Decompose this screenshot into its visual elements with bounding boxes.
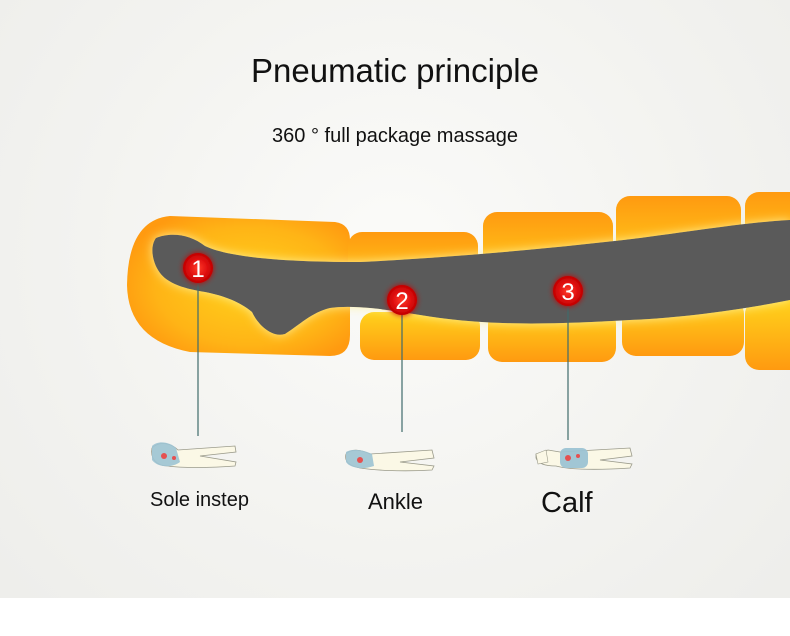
page-title: Pneumatic principle bbox=[251, 52, 539, 89]
marker-1 bbox=[183, 253, 213, 283]
marker-2-number: 2 bbox=[395, 288, 408, 315]
marker-2 bbox=[387, 285, 417, 315]
marker-3 bbox=[553, 276, 583, 306]
airbag-bottom-5 bbox=[745, 300, 790, 370]
bottom-strip bbox=[0, 598, 790, 636]
page-subtitle: 360 ° full package massage bbox=[272, 125, 518, 147]
marker-3-number: 3 bbox=[561, 279, 574, 306]
label-calf: Calf bbox=[541, 487, 593, 519]
label-ankle: Ankle bbox=[368, 489, 424, 514]
leg-silhouette bbox=[152, 220, 790, 335]
marker-1-number: 1 bbox=[191, 256, 204, 283]
airbag-bottom-2 bbox=[360, 312, 480, 360]
leg-icon-sole-instep bbox=[151, 442, 237, 468]
leg-icon-ankle bbox=[345, 449, 435, 472]
label-sole-instep: Sole instep bbox=[150, 489, 249, 511]
leg-icon-calf bbox=[535, 447, 633, 470]
